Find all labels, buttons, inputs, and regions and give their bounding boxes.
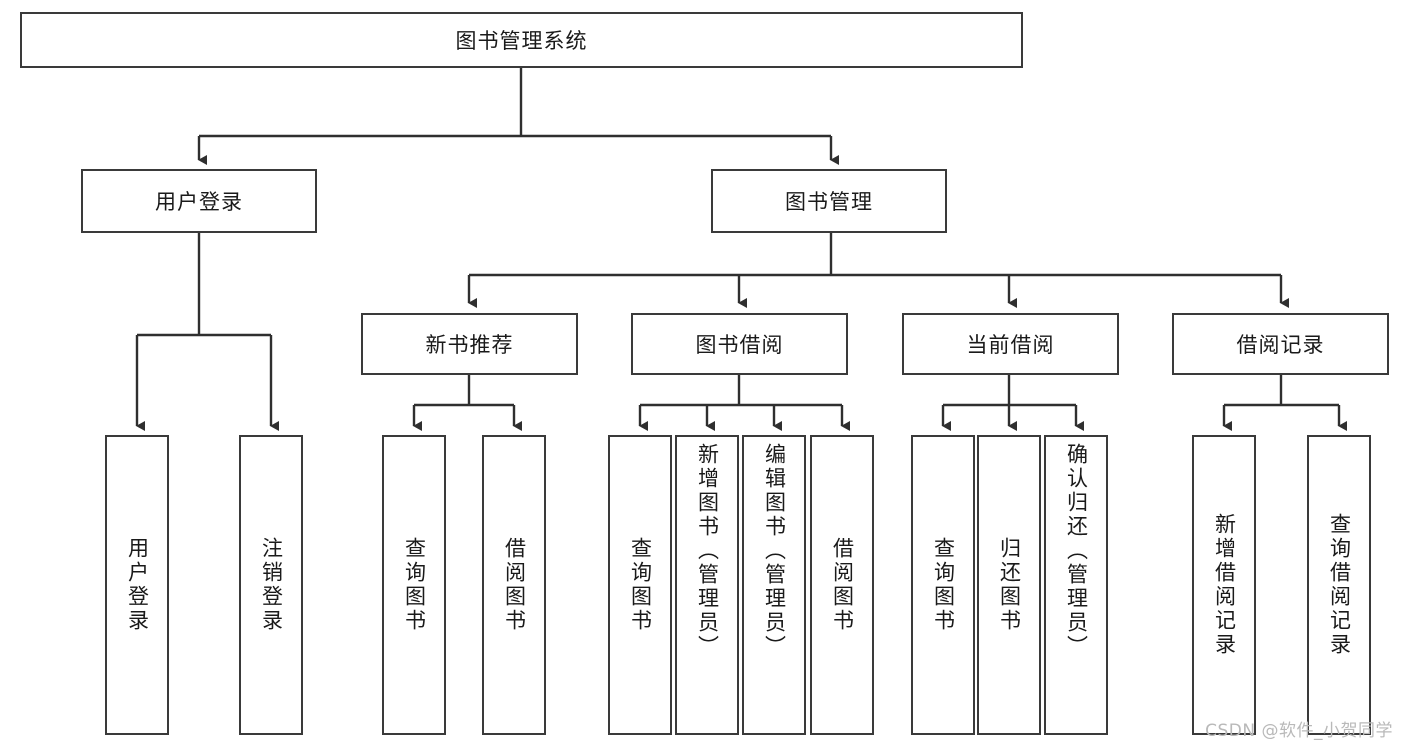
node-label: 图书借阅 <box>695 333 784 357</box>
leaf-borrow-book[interactable]: 借阅图书 <box>810 435 874 735</box>
node-label: 图书管理 <box>785 190 873 214</box>
node-label: 用户登录 <box>155 190 243 214</box>
node-label: 查询图书 <box>402 537 427 633</box>
node-label: 当前借阅 <box>966 333 1055 357</box>
node-label: 图书管理系统 <box>455 29 588 53</box>
node-current-borrow[interactable]: 当前借阅 <box>902 313 1119 375</box>
node-label: 新增图书（管理员） <box>695 443 720 659</box>
leaf-user-login[interactable]: 用户登录 <box>105 435 169 735</box>
node-label: 查询图书 <box>931 537 956 633</box>
leaf-query-book-borrow[interactable]: 查询图书 <box>608 435 672 735</box>
node-label: 用户登录 <box>125 537 150 633</box>
leaf-add-borrow-record[interactable]: 新增借阅记录 <box>1192 435 1256 735</box>
watermark-text: CSDN @软件_小贺同学 <box>1205 721 1393 741</box>
node-root-system[interactable]: 图书管理系统 <box>20 12 1023 68</box>
leaf-edit-book-admin[interactable]: 编辑图书（管理员） <box>742 435 806 735</box>
node-label: 查询图书 <box>628 537 653 633</box>
node-label: 归还图书 <box>997 537 1022 633</box>
leaf-logout[interactable]: 注销登录 <box>239 435 303 735</box>
leaf-query-borrow-record[interactable]: 查询借阅记录 <box>1307 435 1371 735</box>
leaf-query-book-recommend[interactable]: 查询图书 <box>382 435 446 735</box>
leaf-query-book-current[interactable]: 查询图书 <box>911 435 975 735</box>
leaf-confirm-return-admin[interactable]: 确认归还（管理员） <box>1044 435 1108 735</box>
node-book-management[interactable]: 图书管理 <box>711 169 947 233</box>
node-user-login[interactable]: 用户登录 <box>81 169 317 233</box>
node-label: 借阅图书 <box>830 537 855 633</box>
node-label: 编辑图书（管理员） <box>762 443 787 659</box>
node-book-borrow[interactable]: 图书借阅 <box>631 313 848 375</box>
node-label: 借阅记录 <box>1236 333 1325 357</box>
node-borrow-record[interactable]: 借阅记录 <box>1172 313 1389 375</box>
node-label: 查询借阅记录 <box>1327 513 1352 657</box>
node-label: 新书推荐 <box>425 333 514 357</box>
leaf-return-book[interactable]: 归还图书 <box>977 435 1041 735</box>
node-label: 确认归还（管理员） <box>1064 443 1089 659</box>
node-new-book-recommend[interactable]: 新书推荐 <box>361 313 578 375</box>
node-label: 注销登录 <box>259 537 284 633</box>
leaf-borrow-book-recommend[interactable]: 借阅图书 <box>482 435 546 735</box>
leaf-add-book-admin[interactable]: 新增图书（管理员） <box>675 435 739 735</box>
node-label: 借阅图书 <box>502 537 527 633</box>
node-label: 新增借阅记录 <box>1212 513 1237 657</box>
